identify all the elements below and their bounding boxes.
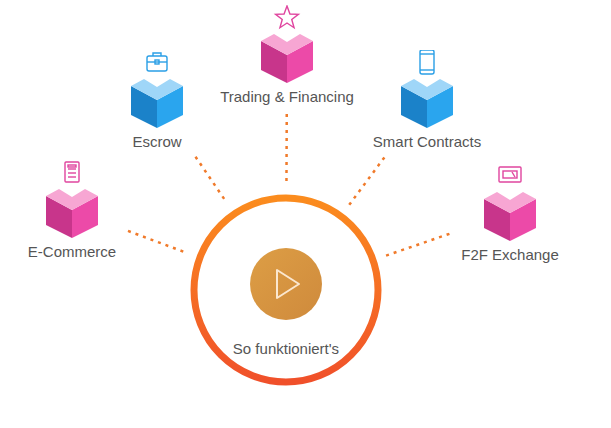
cube-shape [261,34,313,83]
node-label: Escrow [123,133,191,151]
cube-icon [257,5,317,87]
dashed-connector [386,234,450,256]
cube-icon [480,163,540,245]
node-label: F2F Exchange [457,246,563,264]
dashed-connector [128,231,187,253]
cube-shape [46,189,98,238]
feature-cube: Trading & Financing [216,5,358,106]
play-button [250,248,322,320]
cube-shape [131,79,183,128]
icon [420,50,434,74]
node-label: So funktioniert's [186,340,386,358]
dashed-connector [195,157,226,203]
feature-cube: E-Commerce [24,160,121,261]
play-circle: So funktioniert's [186,190,386,390]
feature-cube: Smart Contracts [369,50,486,151]
node-label: Trading & Financing [216,88,358,106]
cube-icon [42,160,102,242]
feature-cube: F2F Exchange [457,163,563,264]
cube-icon [127,50,187,132]
node-label: Smart Contracts [369,133,486,151]
ring-graphic [186,190,386,390]
node-label: E-Commerce [24,243,121,261]
icon [147,53,167,71]
cube-shape [484,192,536,241]
play-triangle [277,270,299,298]
icon [499,167,521,182]
dashed-connector [285,114,288,185]
cube-shape [401,79,453,128]
icon [276,6,299,28]
cube-icon [397,50,457,132]
icon [65,162,79,182]
dashed-connector [349,157,385,205]
feature-cube: Escrow [123,50,191,151]
